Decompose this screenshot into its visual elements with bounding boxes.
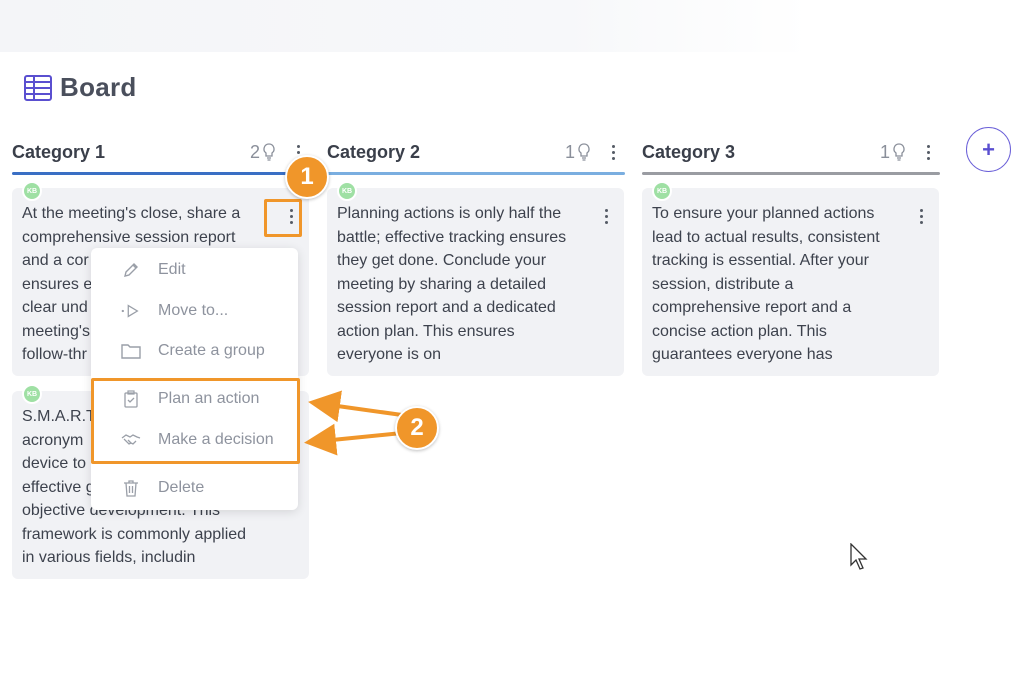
card-menu-button[interactable] <box>913 206 929 226</box>
pencil-icon <box>121 260 141 280</box>
card-menu-button[interactable] <box>598 206 614 226</box>
trash-icon <box>121 478 141 498</box>
board-header: Board <box>24 72 137 103</box>
avatar: KB <box>337 181 357 201</box>
column-category-2: Category 2 1 <box>327 132 625 175</box>
add-column-button[interactable]: + <box>966 127 1011 172</box>
menu-item-edit[interactable]: Edit <box>91 250 298 290</box>
step-badge-1: 1 <box>285 155 329 199</box>
highlight-card-menu-button <box>264 199 302 237</box>
step-badge-2: 2 <box>395 406 439 450</box>
top-bar <box>0 0 810 52</box>
move-arrow-icon <box>121 301 141 321</box>
mouse-cursor-icon <box>850 543 868 570</box>
idea-count: 1 <box>564 141 575 162</box>
column-underline <box>12 172 310 175</box>
avatar: KB <box>22 181 42 201</box>
lightbulb-icon <box>263 143 275 161</box>
highlight-menu-options <box>91 378 300 464</box>
lightbulb-icon <box>893 143 905 161</box>
column-title[interactable]: Category 3 <box>642 141 736 162</box>
clipboard-check-icon <box>121 389 141 409</box>
idea-count: 1 <box>879 141 890 162</box>
column-title[interactable]: Category 2 <box>327 141 421 162</box>
menu-item-delete[interactable]: Delete <box>91 468 298 508</box>
menu-item-plan-action[interactable]: Plan an action <box>91 379 298 419</box>
column-title[interactable]: Category 1 <box>12 141 106 162</box>
menu-item-create-group[interactable]: Create a group <box>91 331 298 371</box>
menu-item-make-decision[interactable]: Make a decision <box>91 420 298 460</box>
avatar: KB <box>22 384 42 404</box>
column-underline <box>642 172 940 175</box>
card-menu-button[interactable] <box>283 206 299 226</box>
column-menu-button[interactable] <box>605 142 621 162</box>
column-category-3: Category 3 1 <box>642 132 940 175</box>
page-title: Board <box>60 72 137 102</box>
column-menu-button[interactable] <box>920 142 936 162</box>
board-icon <box>24 74 52 101</box>
column-underline <box>327 172 625 175</box>
lightbulb-icon <box>578 143 590 161</box>
column-category-1: Category 1 2 <box>12 132 310 175</box>
idea-count: 2 <box>249 141 260 162</box>
menu-item-move-to[interactable]: Move to... <box>91 291 298 331</box>
folder-icon <box>121 341 141 361</box>
handshake-icon <box>121 430 141 450</box>
avatar: KB <box>652 181 672 201</box>
